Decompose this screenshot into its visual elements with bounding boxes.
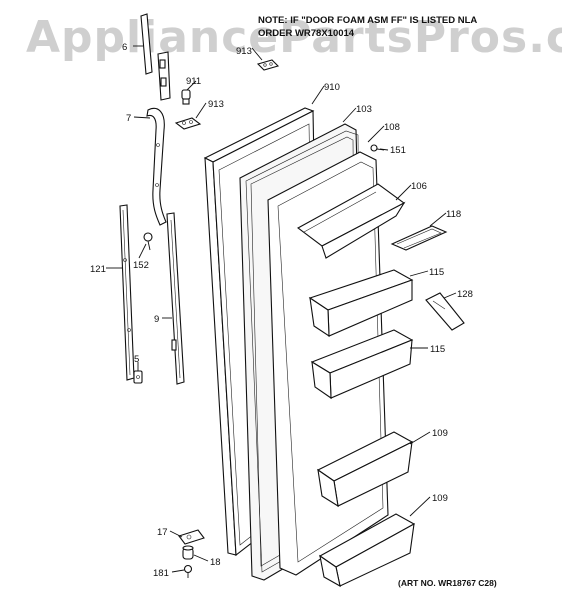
callout-128: 128 [457,289,473,300]
callout-106: 106 [411,181,427,192]
bushing-18-part [182,545,194,560]
shim-913-top-part [256,59,280,71]
callout-911: 911 [186,76,201,87]
callout-910: 910 [324,82,340,93]
shim-913-part [174,117,202,130]
art-number: (ART NO. WR18767 C28) [398,578,497,588]
bushing-911-part [181,89,191,105]
callout-17: 17 [157,527,168,538]
callout-913: 913 [208,99,224,110]
door-bin-115-lower-part [310,329,414,400]
screw-151-part [370,144,385,152]
door-bin-109-upper-part [316,431,414,508]
callout-115-lower: 115 [430,344,445,355]
top-hinge-part [140,13,171,101]
leader-lines [106,45,457,573]
callout-18: 18 [210,557,221,568]
callout-152: 152 [133,260,149,271]
handle-strip-9-part [166,212,185,385]
callout-151: 151 [390,145,406,156]
callout-103: 103 [356,104,372,115]
callout-109-lower: 109 [432,493,448,504]
callout-121: 121 [90,264,106,275]
note-line-2: ORDER WR78X10014 [258,28,355,39]
callout-5: 5 [134,354,139,365]
callout-115-upper: 115 [429,267,444,278]
callout-7: 7 [126,113,131,124]
callout-9: 9 [154,314,159,325]
door-bin-109-lower-part [318,513,416,588]
callout-108: 108 [384,122,400,133]
screw-181-part [183,564,193,578]
callout-913-top: 913 [236,46,252,57]
clip-5-part [133,370,143,384]
dairy-bin-106-part [296,183,406,259]
watermark-text: AppliancePartsPros.com [26,12,562,63]
callout-109-upper: 109 [432,428,448,439]
note-line-1: NOTE: IF "DOOR FOAM ASM FF" IS LISTED NL… [258,15,477,26]
divider-128-part [425,292,465,331]
hinge-arm-part [146,107,167,226]
cover-118-part [390,225,448,251]
door-bin-115-upper-part [308,269,414,338]
screw-152-part [143,232,153,251]
bottom-hinge-17-part [178,529,205,545]
callout-6: 6 [122,42,127,53]
callout-118: 118 [446,209,461,220]
callout-181: 181 [153,568,169,579]
trim-strip-121-part [119,204,135,381]
